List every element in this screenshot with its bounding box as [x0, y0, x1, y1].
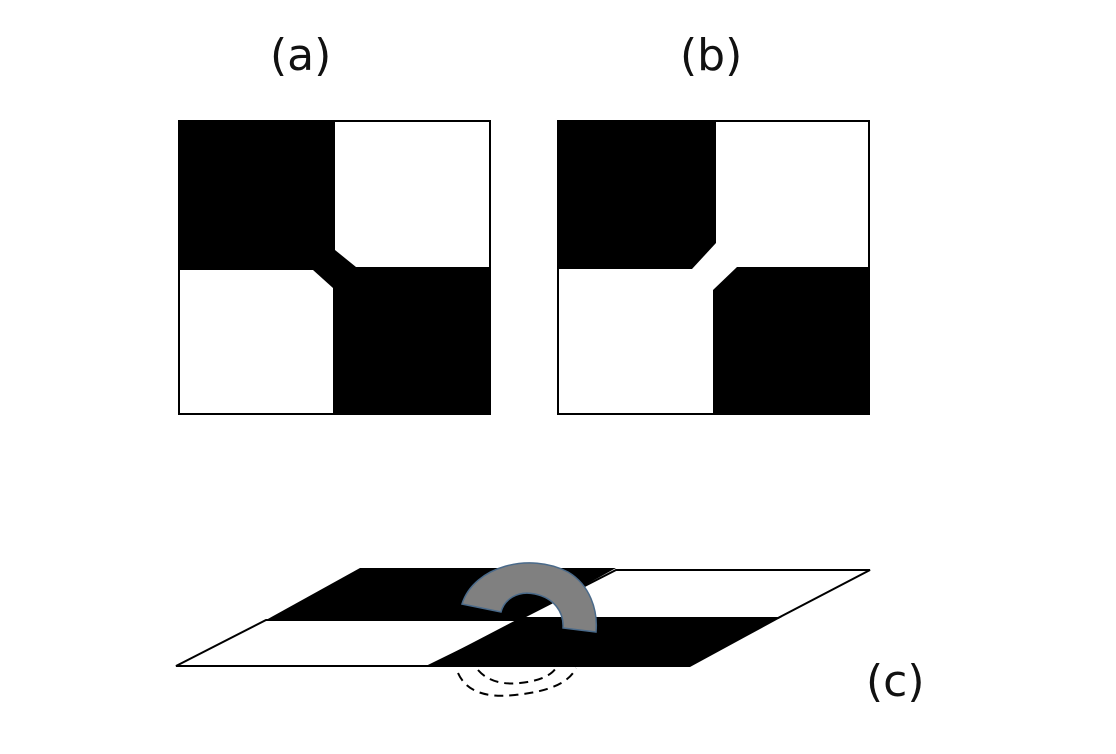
panel-a-checkerboard — [178, 120, 491, 415]
panel-c-dashed-arc-inner — [477, 667, 557, 685]
panel-b-label: (b) — [680, 30, 743, 81]
panel-c-dark-front-right — [426, 617, 782, 667]
panel-b-dark-square-top-left — [558, 121, 716, 269]
panel-c-bridge-arc — [461, 562, 598, 633]
panel-c-dashed-arc-outer — [457, 667, 577, 697]
panel-c-perspective — [175, 562, 871, 697]
panel-c-label: (c) — [866, 656, 925, 707]
panel-a-dark-connected-region — [179, 121, 490, 414]
panel-b-checkerboard — [557, 120, 870, 415]
panel-b-dark-square-bottom-right — [713, 267, 869, 414]
panel-a-label: (a) — [270, 30, 332, 81]
